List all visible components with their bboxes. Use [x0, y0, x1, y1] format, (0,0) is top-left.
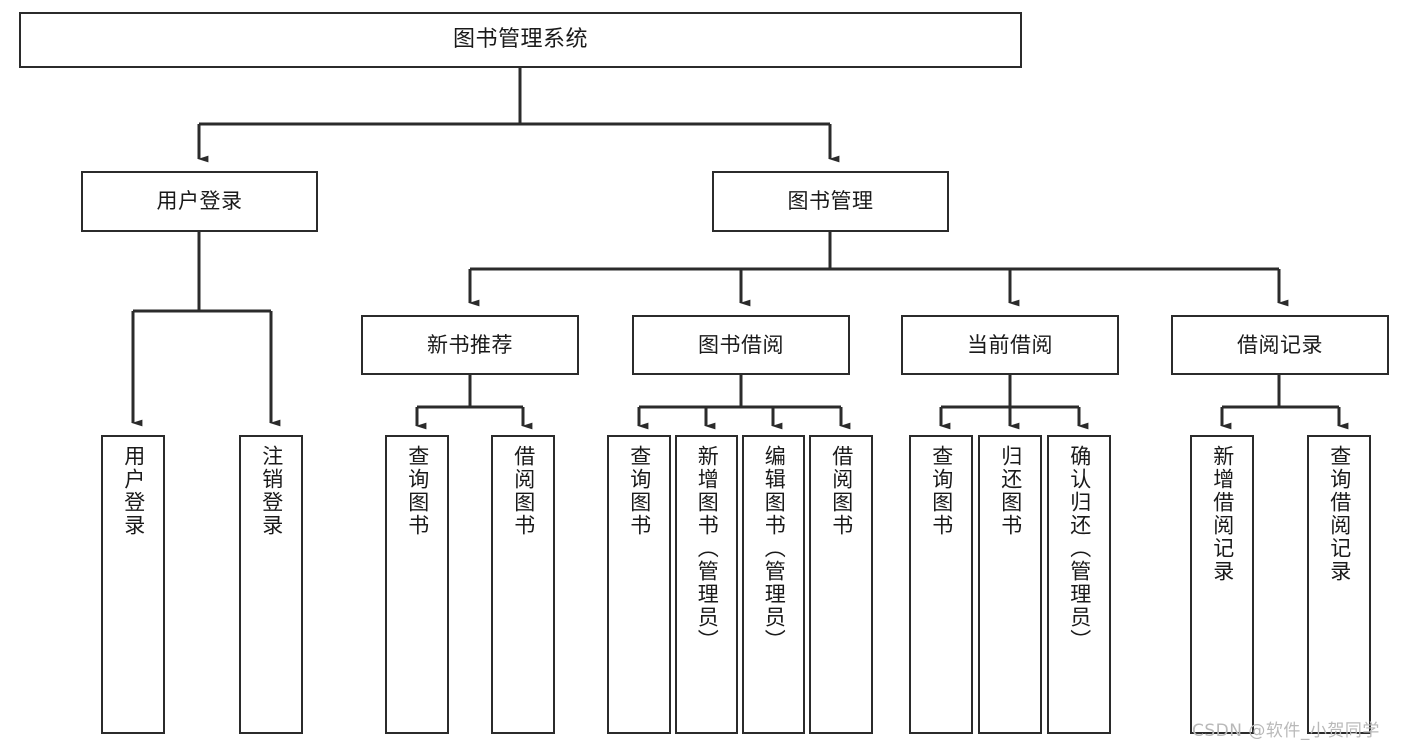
node-leaf-borrow-book-1-label: 借阅图书 [511, 445, 536, 537]
node-leaf-add-record[interactable]: 新增借阅记录 [1190, 435, 1254, 734]
node-new-book-recommend[interactable]: 新书推荐 [361, 315, 579, 375]
node-leaf-query-book-3[interactable]: 查询图书 [909, 435, 973, 734]
node-leaf-confirm-return-label: 确认归还（管理员） [1067, 445, 1092, 652]
node-leaf-query-book-2-label: 查询图书 [627, 445, 652, 537]
node-leaf-query-record[interactable]: 查询借阅记录 [1307, 435, 1371, 734]
node-leaf-user-login-label: 用户登录 [121, 445, 146, 537]
node-borrow-record[interactable]: 借阅记录 [1171, 315, 1389, 375]
node-leaf-query-book-1[interactable]: 查询图书 [385, 435, 449, 734]
node-current-borrow-label: 当前借阅 [967, 332, 1053, 357]
node-leaf-confirm-return[interactable]: 确认归还（管理员） [1047, 435, 1111, 734]
node-leaf-borrow-book-1[interactable]: 借阅图书 [491, 435, 555, 734]
node-book-manage[interactable]: 图书管理 [712, 171, 949, 232]
node-leaf-edit-book[interactable]: 编辑图书（管理员） [742, 435, 805, 734]
node-user-login-label: 用户登录 [156, 189, 243, 214]
node-leaf-user-login[interactable]: 用户登录 [101, 435, 165, 734]
node-leaf-borrow-book-2[interactable]: 借阅图书 [809, 435, 873, 734]
node-leaf-add-record-label: 新增借阅记录 [1210, 445, 1235, 583]
node-user-login[interactable]: 用户登录 [81, 171, 318, 232]
node-borrow-record-label: 借阅记录 [1237, 332, 1323, 357]
node-leaf-query-book-2[interactable]: 查询图书 [607, 435, 671, 734]
node-leaf-query-record-label: 查询借阅记录 [1327, 445, 1352, 583]
node-book-borrow-label: 图书借阅 [698, 332, 784, 357]
node-leaf-logout-login[interactable]: 注销登录 [239, 435, 303, 734]
node-leaf-borrow-book-2-label: 借阅图书 [829, 445, 854, 537]
node-leaf-logout-login-label: 注销登录 [259, 445, 284, 537]
node-leaf-add-book[interactable]: 新增图书（管理员） [675, 435, 738, 734]
node-leaf-edit-book-label: 编辑图书（管理员） [762, 445, 787, 652]
node-leaf-return-book[interactable]: 归还图书 [978, 435, 1042, 734]
node-leaf-return-book-label: 归还图书 [998, 445, 1023, 537]
node-root[interactable]: 图书管理系统 [19, 12, 1022, 68]
node-book-borrow[interactable]: 图书借阅 [632, 315, 850, 375]
node-leaf-add-book-label: 新增图书（管理员） [695, 445, 720, 652]
node-current-borrow[interactable]: 当前借阅 [901, 315, 1119, 375]
node-leaf-query-book-1-label: 查询图书 [405, 445, 430, 537]
node-leaf-query-book-3-label: 查询图书 [929, 445, 954, 537]
node-root-label: 图书管理系统 [452, 27, 588, 53]
node-book-manage-label: 图书管理 [787, 189, 874, 214]
node-new-book-recommend-label: 新书推荐 [427, 332, 513, 357]
